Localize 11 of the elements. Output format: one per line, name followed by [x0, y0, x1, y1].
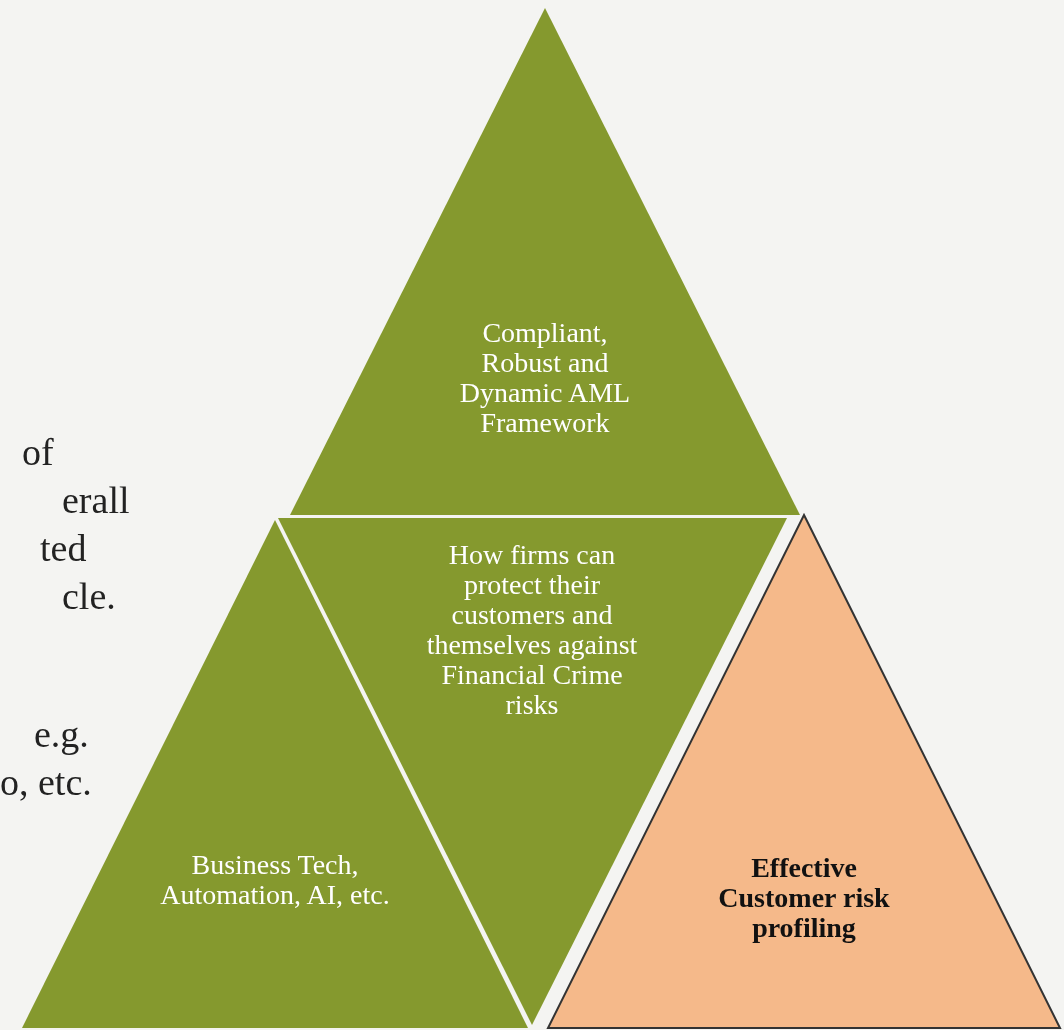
text-fragment: cle.: [62, 576, 116, 616]
text-fragment: o, etc.: [0, 762, 92, 802]
triangle-label: Compliant, Robust and Dynamic AML Framework: [458, 318, 632, 438]
text-fragment: erall: [62, 480, 130, 520]
triangle-label: How firms can protect their customers and themselves against Financial Crime risks: [425, 540, 639, 720]
text-fragment: of: [22, 432, 54, 472]
triangle: [290, 8, 800, 515]
triangle-label: Business Tech, Automation, AI, etc.: [160, 850, 390, 910]
triangle-label: Effective Customer risk profiling: [717, 853, 891, 943]
text-fragment: e.g.: [34, 714, 89, 754]
text-fragment: ted: [40, 528, 87, 568]
